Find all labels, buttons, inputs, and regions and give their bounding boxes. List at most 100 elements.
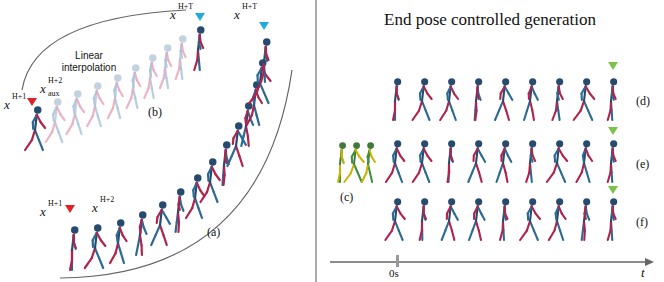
limb [555, 221, 557, 230]
head [177, 188, 184, 195]
panel-label: (f) [636, 216, 648, 228]
limb [504, 206, 507, 213]
limb [582, 156, 585, 162]
head [197, 26, 204, 33]
limb [32, 122, 35, 129]
limb [609, 221, 612, 230]
limb [166, 78, 167, 88]
head [448, 140, 455, 147]
limb [468, 173, 472, 182]
limb [524, 111, 527, 120]
limb [495, 111, 499, 120]
limb [177, 222, 180, 232]
end-pose-marker [608, 186, 618, 194]
limb [400, 156, 404, 161]
limb [97, 91, 100, 98]
limb [198, 35, 201, 42]
panel-label: (d) [636, 95, 650, 107]
limb [372, 157, 375, 162]
head [223, 141, 230, 148]
limb [121, 253, 124, 263]
limb [420, 231, 422, 240]
limb [342, 157, 344, 162]
limb [424, 86, 428, 93]
limb [582, 86, 586, 93]
limb [264, 47, 267, 54]
limb [265, 47, 268, 54]
head [610, 140, 617, 147]
limb [186, 208, 192, 218]
limb [232, 146, 236, 156]
limb [362, 173, 366, 182]
limb [198, 60, 201, 70]
limb [526, 173, 529, 182]
limb [207, 174, 210, 181]
limb [473, 214, 475, 219]
limb [476, 221, 479, 230]
limb [257, 83, 260, 93]
limb [611, 86, 614, 93]
limb [454, 214, 457, 220]
limb [120, 228, 123, 235]
limb [74, 242, 76, 248]
limb [399, 173, 403, 182]
limb [57, 107, 61, 114]
limb [131, 88, 133, 98]
limb [370, 150, 372, 157]
limb [392, 163, 395, 172]
limb [474, 148, 478, 155]
limb [582, 163, 584, 172]
limb [497, 173, 500, 182]
limb [183, 51, 186, 57]
limb [501, 148, 504, 155]
limb [177, 212, 178, 222]
limb [245, 111, 247, 118]
math-symbol: x [170, 8, 176, 21]
head [159, 201, 166, 208]
limb [555, 148, 559, 155]
limb [264, 93, 268, 103]
limb [181, 204, 183, 211]
limb [392, 214, 395, 220]
limb [475, 101, 478, 110]
head [583, 78, 590, 85]
limb [580, 94, 582, 100]
limb [500, 156, 502, 161]
limb [192, 190, 195, 197]
limb [73, 235, 75, 242]
limb [344, 173, 351, 182]
limb [25, 140, 32, 150]
head [556, 140, 563, 147]
limb [224, 150, 227, 157]
limb [529, 163, 532, 172]
head [448, 78, 455, 85]
limb [534, 231, 538, 240]
limb [164, 68, 165, 78]
limb [530, 148, 533, 155]
limb [160, 225, 164, 235]
head [529, 78, 536, 85]
limb [608, 111, 611, 120]
limb [556, 101, 557, 110]
limb [71, 250, 73, 260]
limb [610, 221, 613, 230]
head [74, 90, 81, 97]
limb [424, 214, 426, 220]
limb [266, 54, 268, 60]
limb [250, 93, 257, 103]
limb [424, 148, 428, 155]
limb [113, 90, 116, 97]
limb [479, 173, 482, 182]
limb [341, 150, 343, 157]
head [179, 35, 186, 42]
limb [154, 70, 157, 76]
limb [123, 235, 127, 241]
limb [239, 156, 242, 166]
head [259, 59, 266, 66]
head [209, 158, 216, 165]
limb [449, 148, 451, 155]
head [117, 219, 124, 226]
limb [198, 35, 200, 50]
superscript: H+1 [12, 93, 26, 101]
limb [261, 72, 264, 82]
